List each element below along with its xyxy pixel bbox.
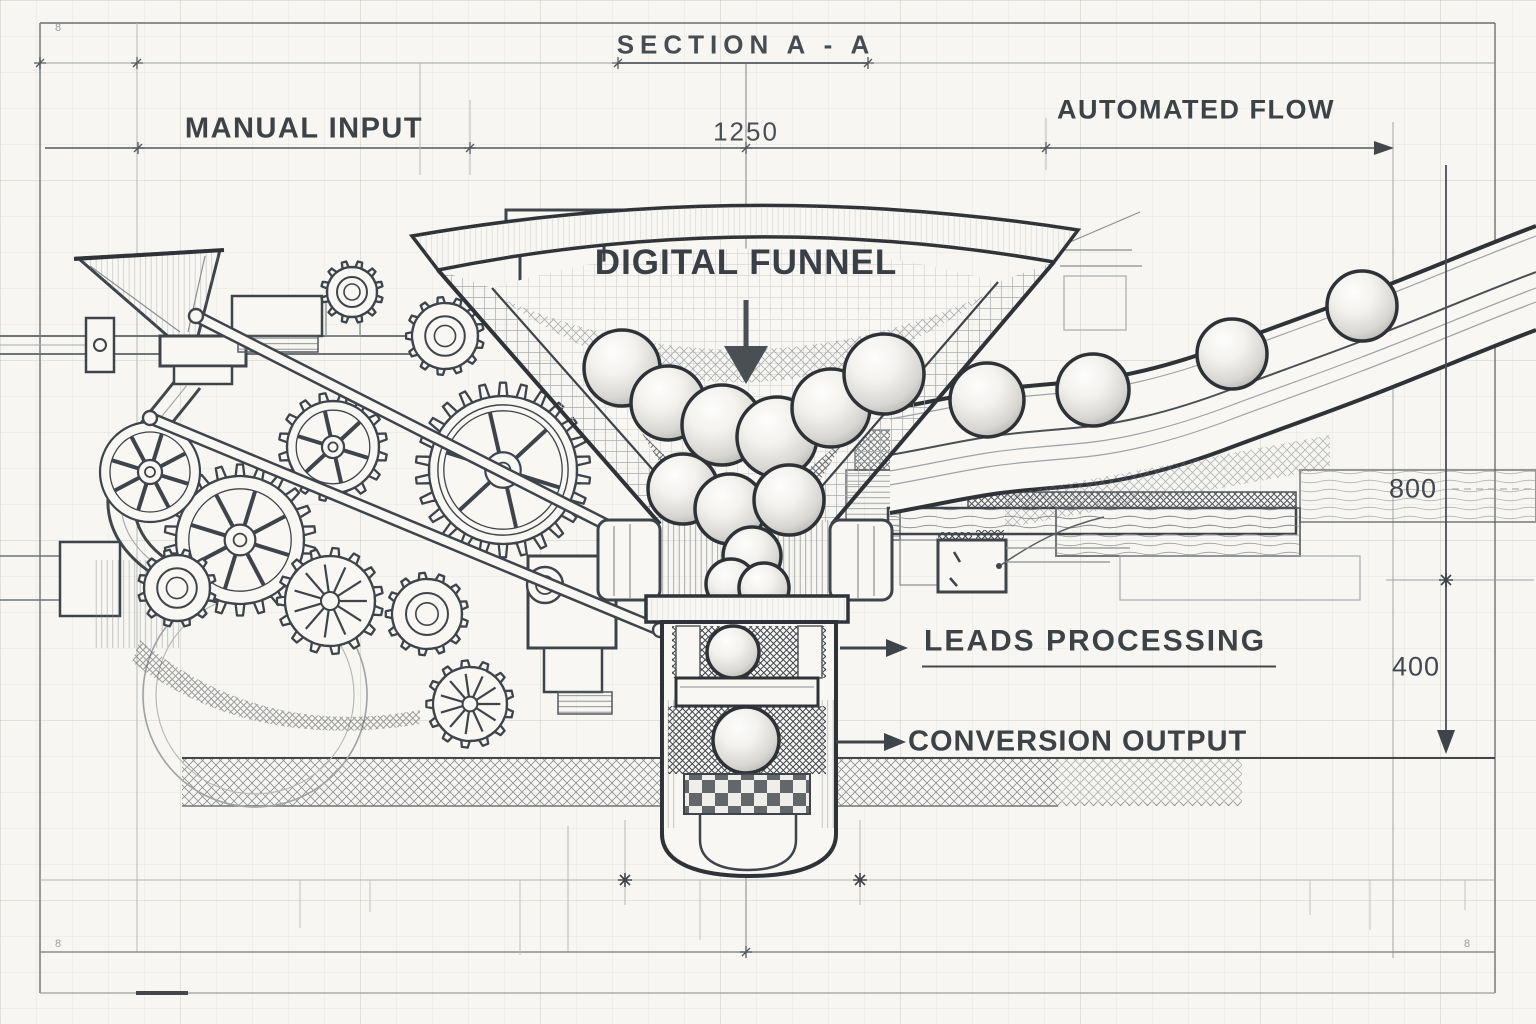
corner-mark-bottom-right: 8: [1464, 938, 1471, 950]
label-automated-flow: AUTOMATED FLOW: [1057, 94, 1335, 125]
dimension-800: 800: [1388, 473, 1437, 504]
dimension-1250: 1250: [713, 116, 779, 147]
label-digital-funnel: DIGITAL FUNNEL: [594, 243, 898, 282]
corner-mark-bottom-left: 8: [55, 938, 62, 950]
corner-mark-top-left: 8: [55, 22, 62, 34]
dimension-400: 400: [1391, 651, 1440, 682]
linkage-rods: [141, 307, 669, 639]
digital-funnel-assembly: [408, 203, 1082, 879]
label-conversion-output: CONVERSION OUTPUT: [908, 725, 1248, 758]
label-leads-processing: LEADS PROCESSING: [922, 625, 1277, 668]
section-title: SECTION A - A: [616, 29, 876, 60]
funnel-lead-spheres: [582, 328, 926, 615]
conveyor-lead-spheres: [948, 269, 1399, 439]
conveyor-chute: [889, 224, 1536, 528]
ground-hatch: [182, 757, 1495, 807]
dimension-annotations: [34, 57, 1534, 958]
label-manual-input: MANUAL INPUT: [184, 112, 424, 145]
